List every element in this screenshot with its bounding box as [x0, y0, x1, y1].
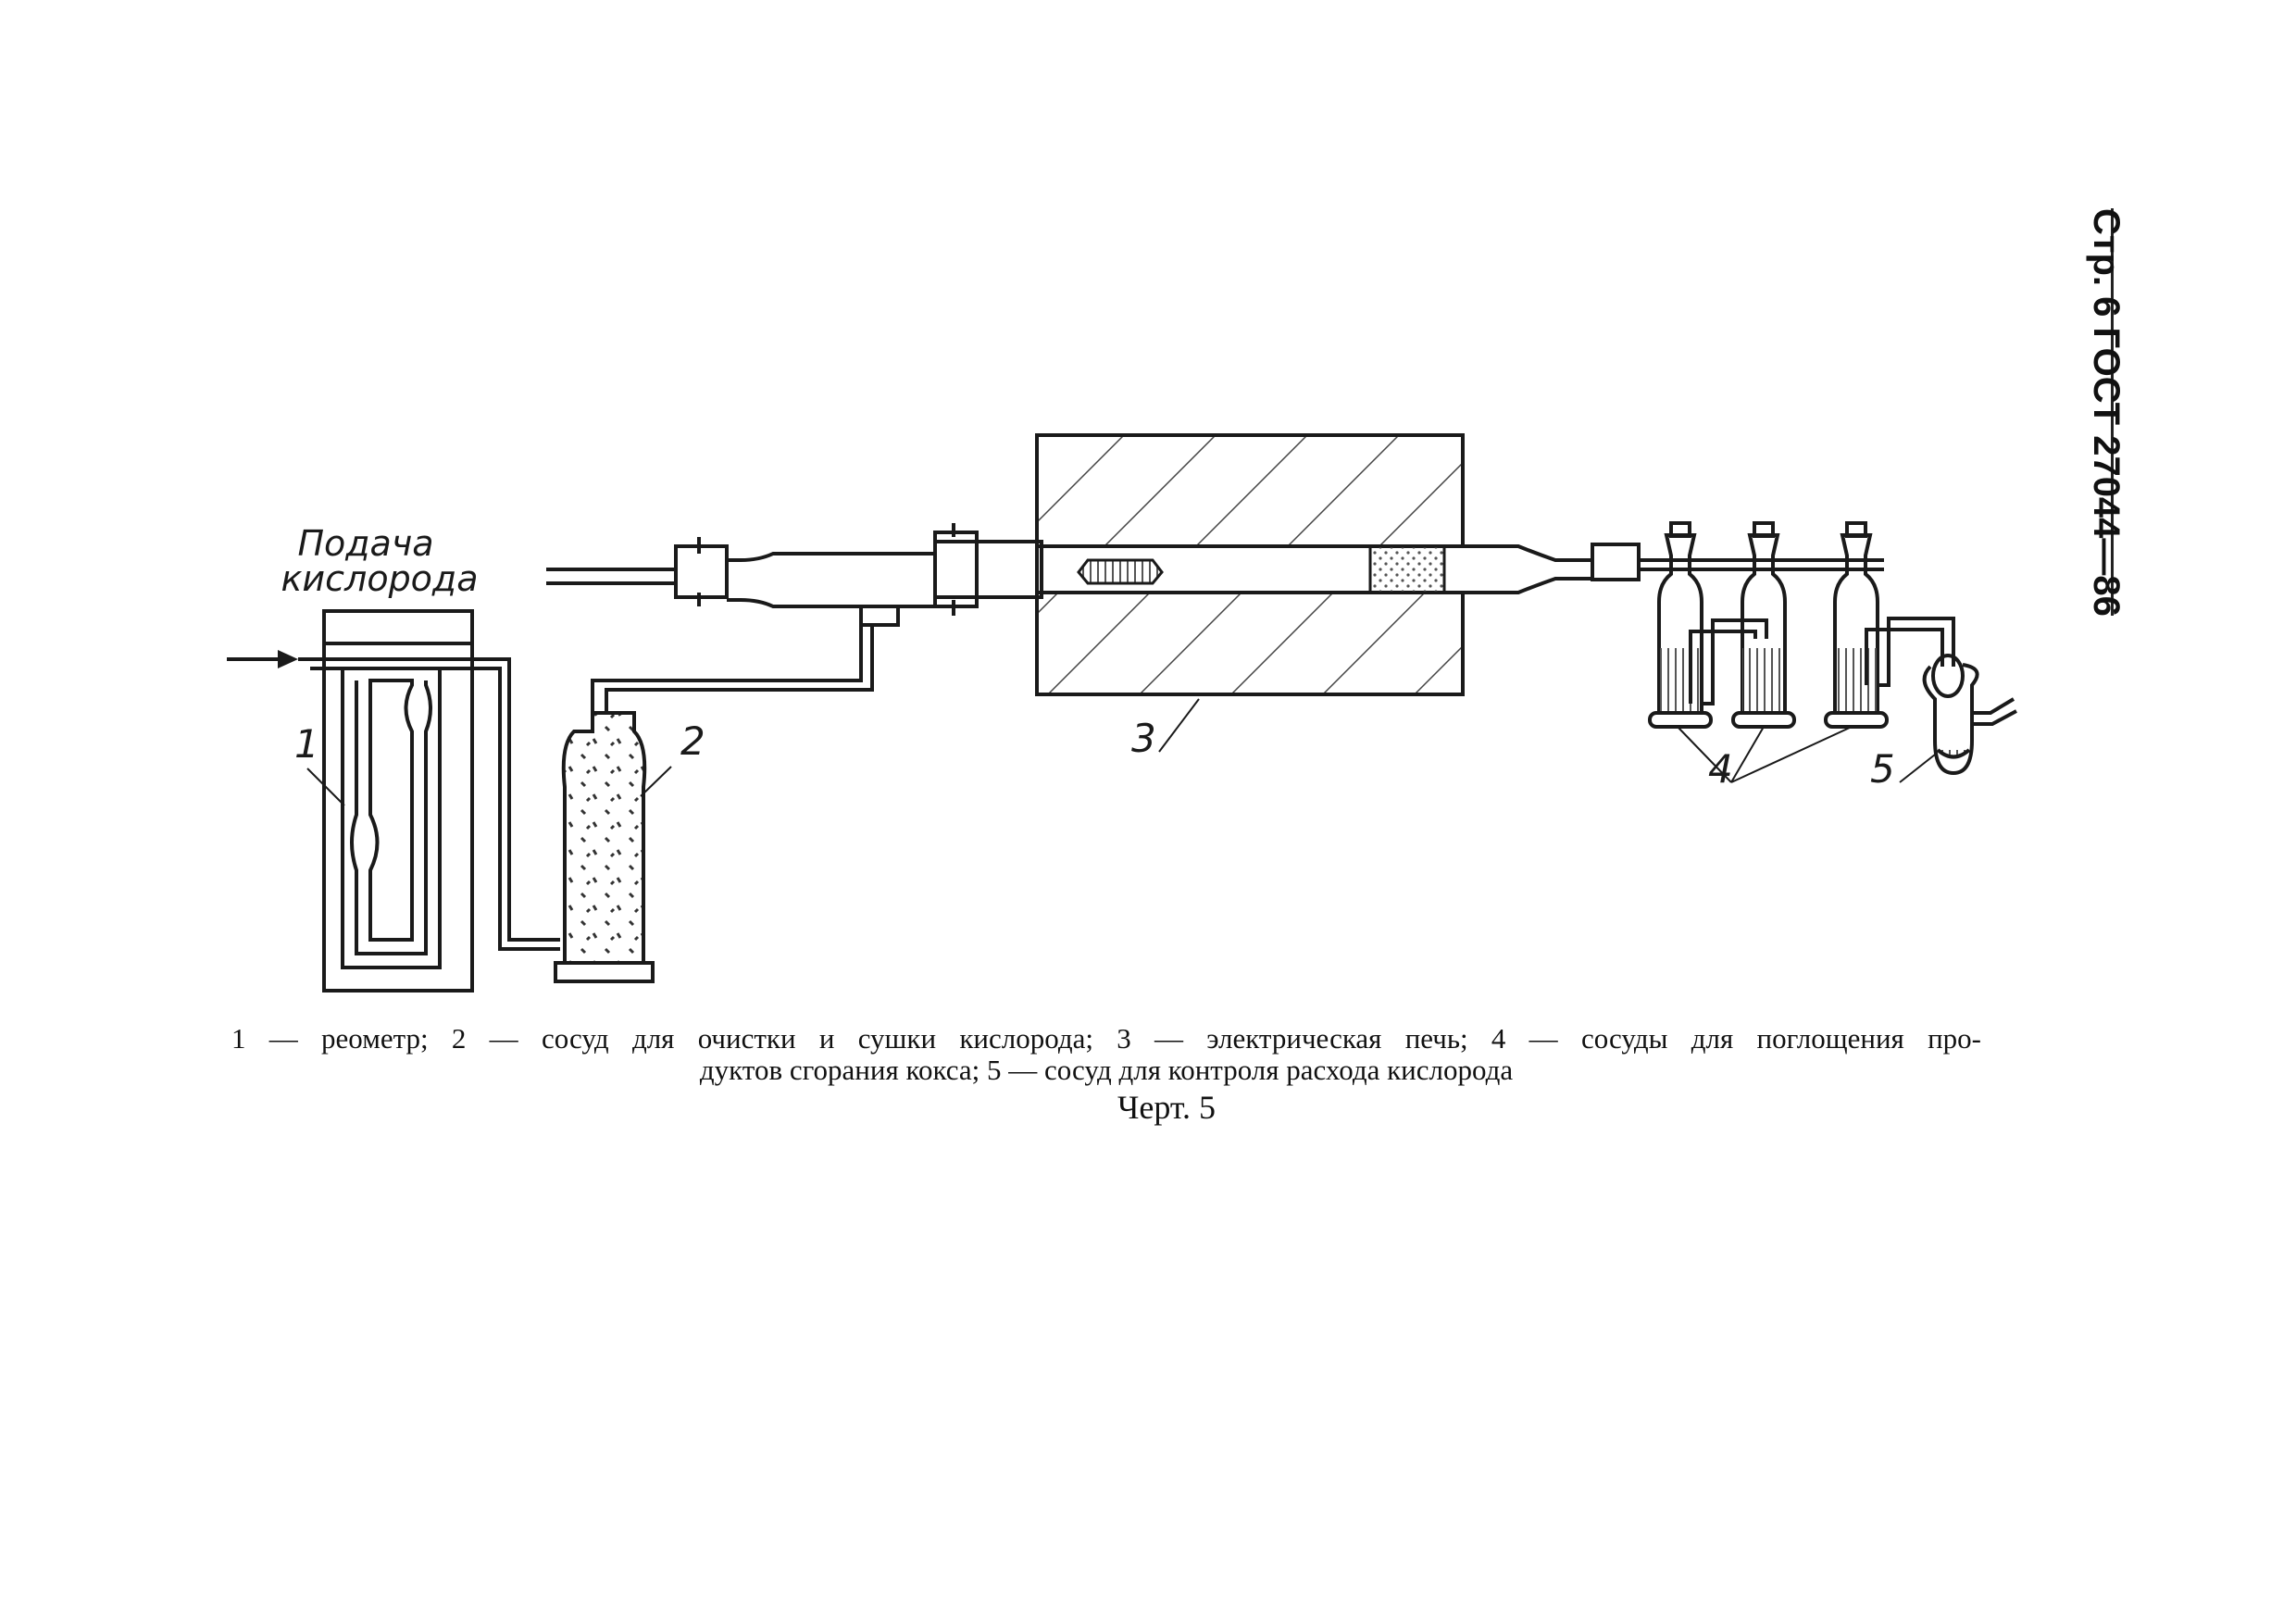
oxygen-inlet-arrow [227, 650, 319, 668]
stopper-marks [697, 523, 955, 616]
caption-line-1: 1 — реометр; 2 — сосуд для очистки и суш… [231, 1022, 1981, 1055]
oxygen-feed-label-line2: кислорода [281, 558, 478, 599]
absorption-vessels [1591, 521, 1955, 729]
callout-5: 5 [1870, 746, 1895, 792]
figure-label: Черт. 5 [1117, 1089, 1216, 1126]
oxygen-feed-label-line1: Подача [297, 523, 433, 564]
callout-3: 3 [1131, 716, 1156, 761]
rheometer [310, 609, 560, 993]
flow-control-vessel [1922, 654, 2017, 776]
caption-line-2: дуктов сгорания кокса; 5 — сосуд для кон… [699, 1054, 1514, 1086]
callout-2-leader [640, 766, 672, 797]
callout-4: 4 [1708, 746, 1733, 792]
callout-5-leader [1899, 754, 1936, 783]
callout-2: 2 [680, 718, 705, 764]
page-header: Стр. 6 ГОСТ 27044—86 [2086, 208, 2127, 617]
callout-3-leader [1158, 698, 1200, 753]
callout-4-leaders [1677, 726, 1853, 783]
callout-1-leader [306, 768, 345, 806]
callout-1: 1 [294, 721, 319, 767]
electric-furnace [1035, 433, 1465, 696]
header-rule [2111, 208, 2114, 616]
purification-vessel [554, 625, 874, 983]
figure-caption: 1 — реометр; 2 — сосуд для очистки и суш… [231, 1023, 1981, 1086]
